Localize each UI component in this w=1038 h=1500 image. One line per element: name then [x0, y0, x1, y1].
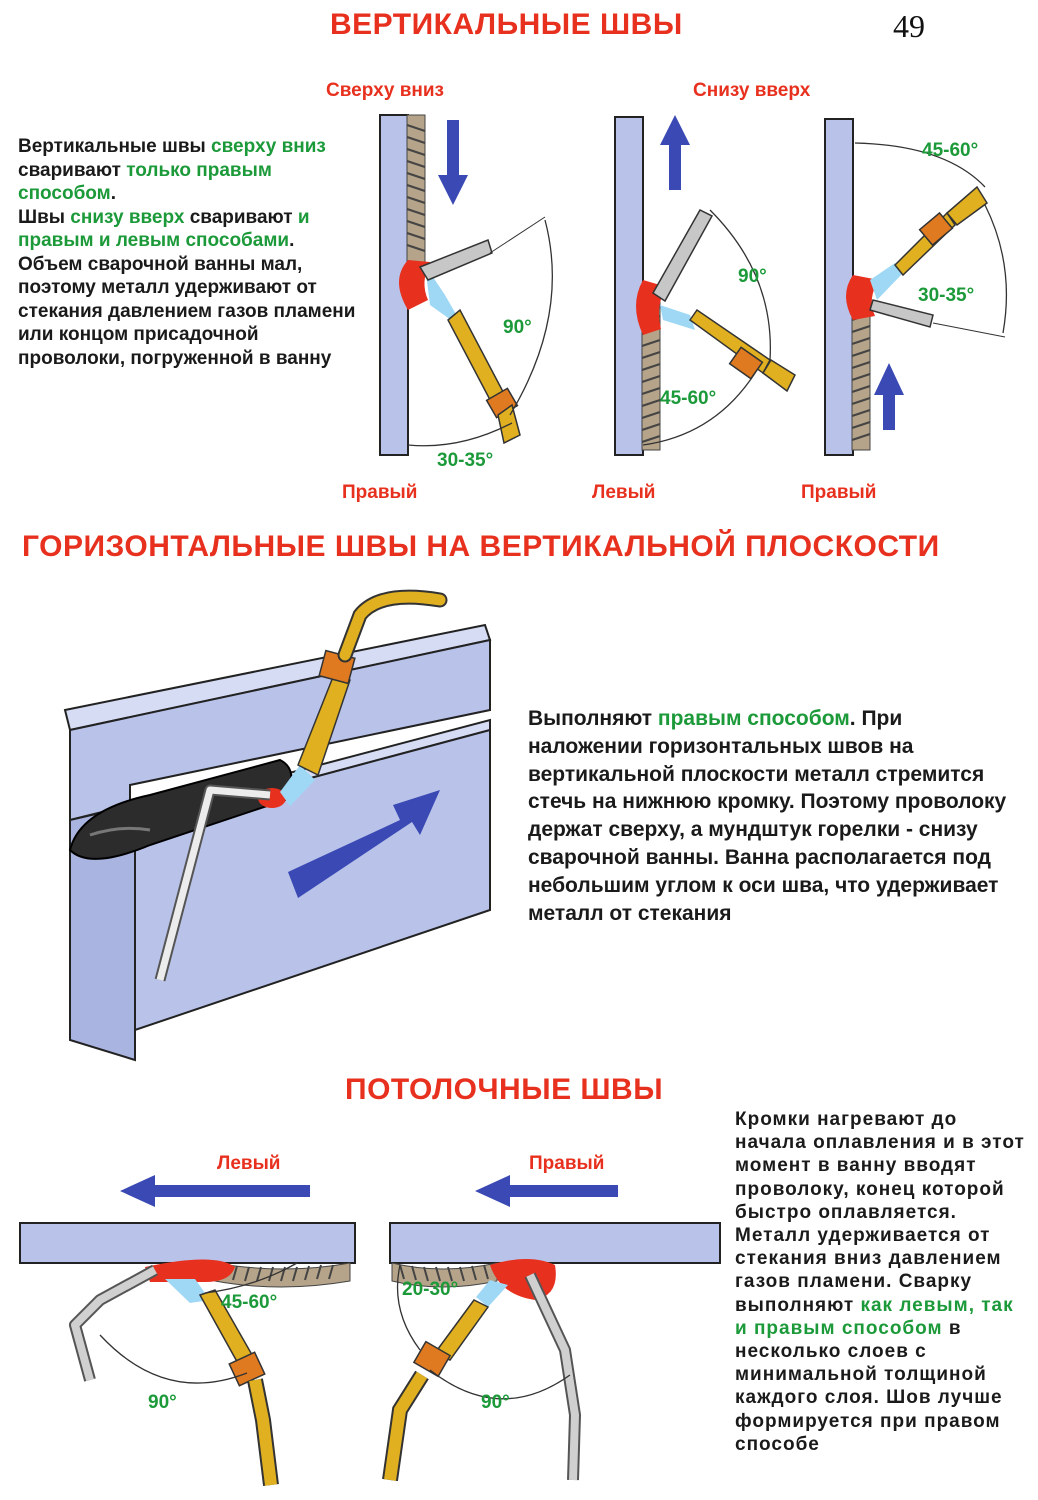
horizontal-plate-illustration	[63, 589, 492, 1062]
filler-wire	[418, 239, 493, 281]
angle-label: 90°	[481, 1392, 510, 1413]
weld-pool	[145, 1259, 235, 1282]
angle-label: 90°	[148, 1392, 177, 1413]
torch	[382, 1299, 490, 1482]
torch	[688, 308, 796, 393]
overhead-diagram-left	[19, 1175, 356, 1486]
vertical-diagram-3	[824, 118, 1008, 456]
filler-wire	[652, 209, 714, 303]
angle-label: 90°	[503, 317, 532, 338]
direction-arrow	[288, 790, 440, 898]
flame	[476, 1280, 508, 1307]
angle-label: 45-60°	[660, 388, 717, 409]
angle-label: 45-60°	[221, 1292, 278, 1313]
torch	[893, 185, 989, 277]
torch	[447, 308, 521, 445]
label-top-down: Сверху вниз	[326, 80, 444, 101]
flame	[165, 1279, 210, 1303]
direction-arrow-up	[660, 115, 690, 190]
torch	[297, 589, 448, 777]
overhead-description: Кромки нагревают до начала оплавления и …	[735, 1109, 1025, 1455]
overhead-caption-left: Левый	[217, 1153, 281, 1174]
direction-arrow-down	[438, 120, 468, 205]
vertical-diagram-2	[614, 115, 796, 456]
filler-wire	[869, 299, 934, 328]
torch	[198, 1289, 279, 1486]
weld-bead	[68, 758, 293, 860]
angle-label: 45-60°	[922, 140, 979, 161]
flame	[870, 263, 903, 300]
weld-pool	[399, 260, 430, 310]
angle-label: 30-35°	[918, 285, 975, 306]
diagram-caption: Правый	[801, 482, 877, 503]
angle-label: 30-35°	[437, 450, 494, 471]
diagram-caption: Левый	[592, 482, 656, 503]
weld-bead	[851, 309, 871, 451]
vertical-diagram-1	[379, 114, 553, 456]
horizontal-description: Выполняют правым способом. При наложении…	[528, 707, 1007, 925]
weld-bead	[391, 1262, 498, 1288]
vertical-seams-title: ВЕРТИКАЛЬНЫЕ ШВЫ	[330, 8, 683, 41]
overhead-seams-title: ПОТОЛОЧНЫЕ ШВЫ	[345, 1073, 664, 1106]
vertical-description: Вертикальные швы сверху вниз сваривают т…	[18, 136, 356, 369]
direction-arrow-up	[874, 363, 904, 430]
weld-bead	[214, 1262, 351, 1288]
flame	[280, 765, 315, 806]
overhead-caption-right: Правый	[529, 1153, 605, 1174]
angle-label: 20-30°	[402, 1279, 459, 1300]
direction-arrow-left	[120, 1175, 310, 1207]
horizontal-seams-title: ГОРИЗОНТАЛЬНЫЕ ШВЫ НА ВЕРТИКАЛЬНОЙ ПЛОСК…	[22, 530, 940, 563]
flame	[660, 305, 695, 330]
direction-arrow-left	[475, 1175, 618, 1207]
page-number: 49	[893, 8, 925, 44]
weld-bead	[406, 114, 426, 266]
overhead-diagram-right	[382, 1175, 721, 1482]
diagram-caption: Правый	[342, 482, 418, 503]
label-bottom-up: Снизу вверх	[693, 80, 811, 101]
angle-label: 90°	[738, 266, 767, 287]
